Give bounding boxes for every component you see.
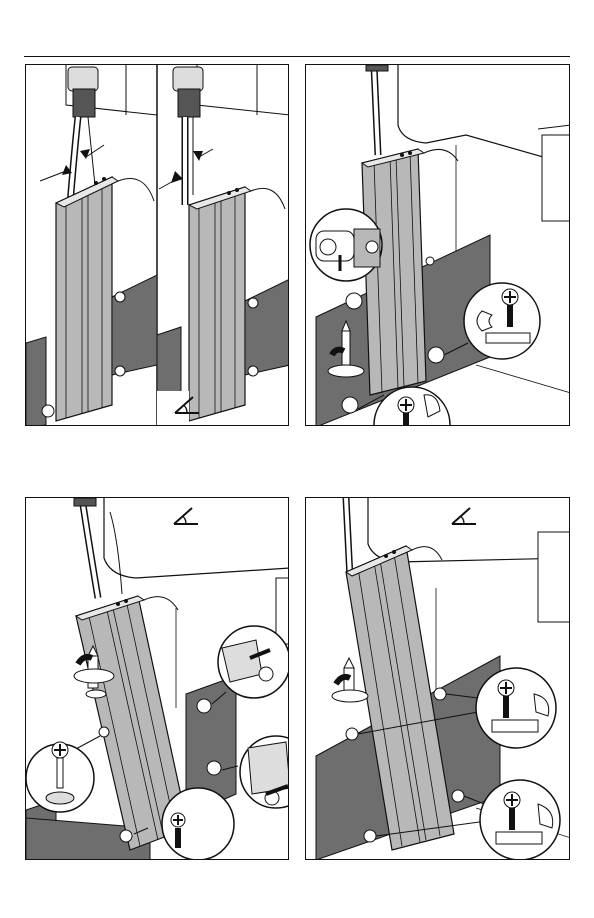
figure-3-panel [25,497,289,860]
figure-1-panel [25,64,289,426]
figure-4-panel [305,497,570,860]
screw-detail-callout-bottom [480,780,560,860]
figure-1b-illustration [157,65,289,426]
figure-2-drawing [306,65,570,426]
figure-3-drawing [26,498,289,860]
screw-detail-callout-top [476,668,556,748]
screw-detail-callout-left [26,736,100,812]
anchor-detail-callout [310,209,382,281]
slope-angle-icon [452,508,476,524]
header-rule [24,56,570,57]
slope-angle-icon [174,508,198,524]
figure-1a-illustration [26,65,157,426]
figure-4-drawing [306,498,570,860]
figure-2-panel [305,64,570,426]
figure-1-drawing [26,65,289,426]
anchor-icon [342,321,350,365]
